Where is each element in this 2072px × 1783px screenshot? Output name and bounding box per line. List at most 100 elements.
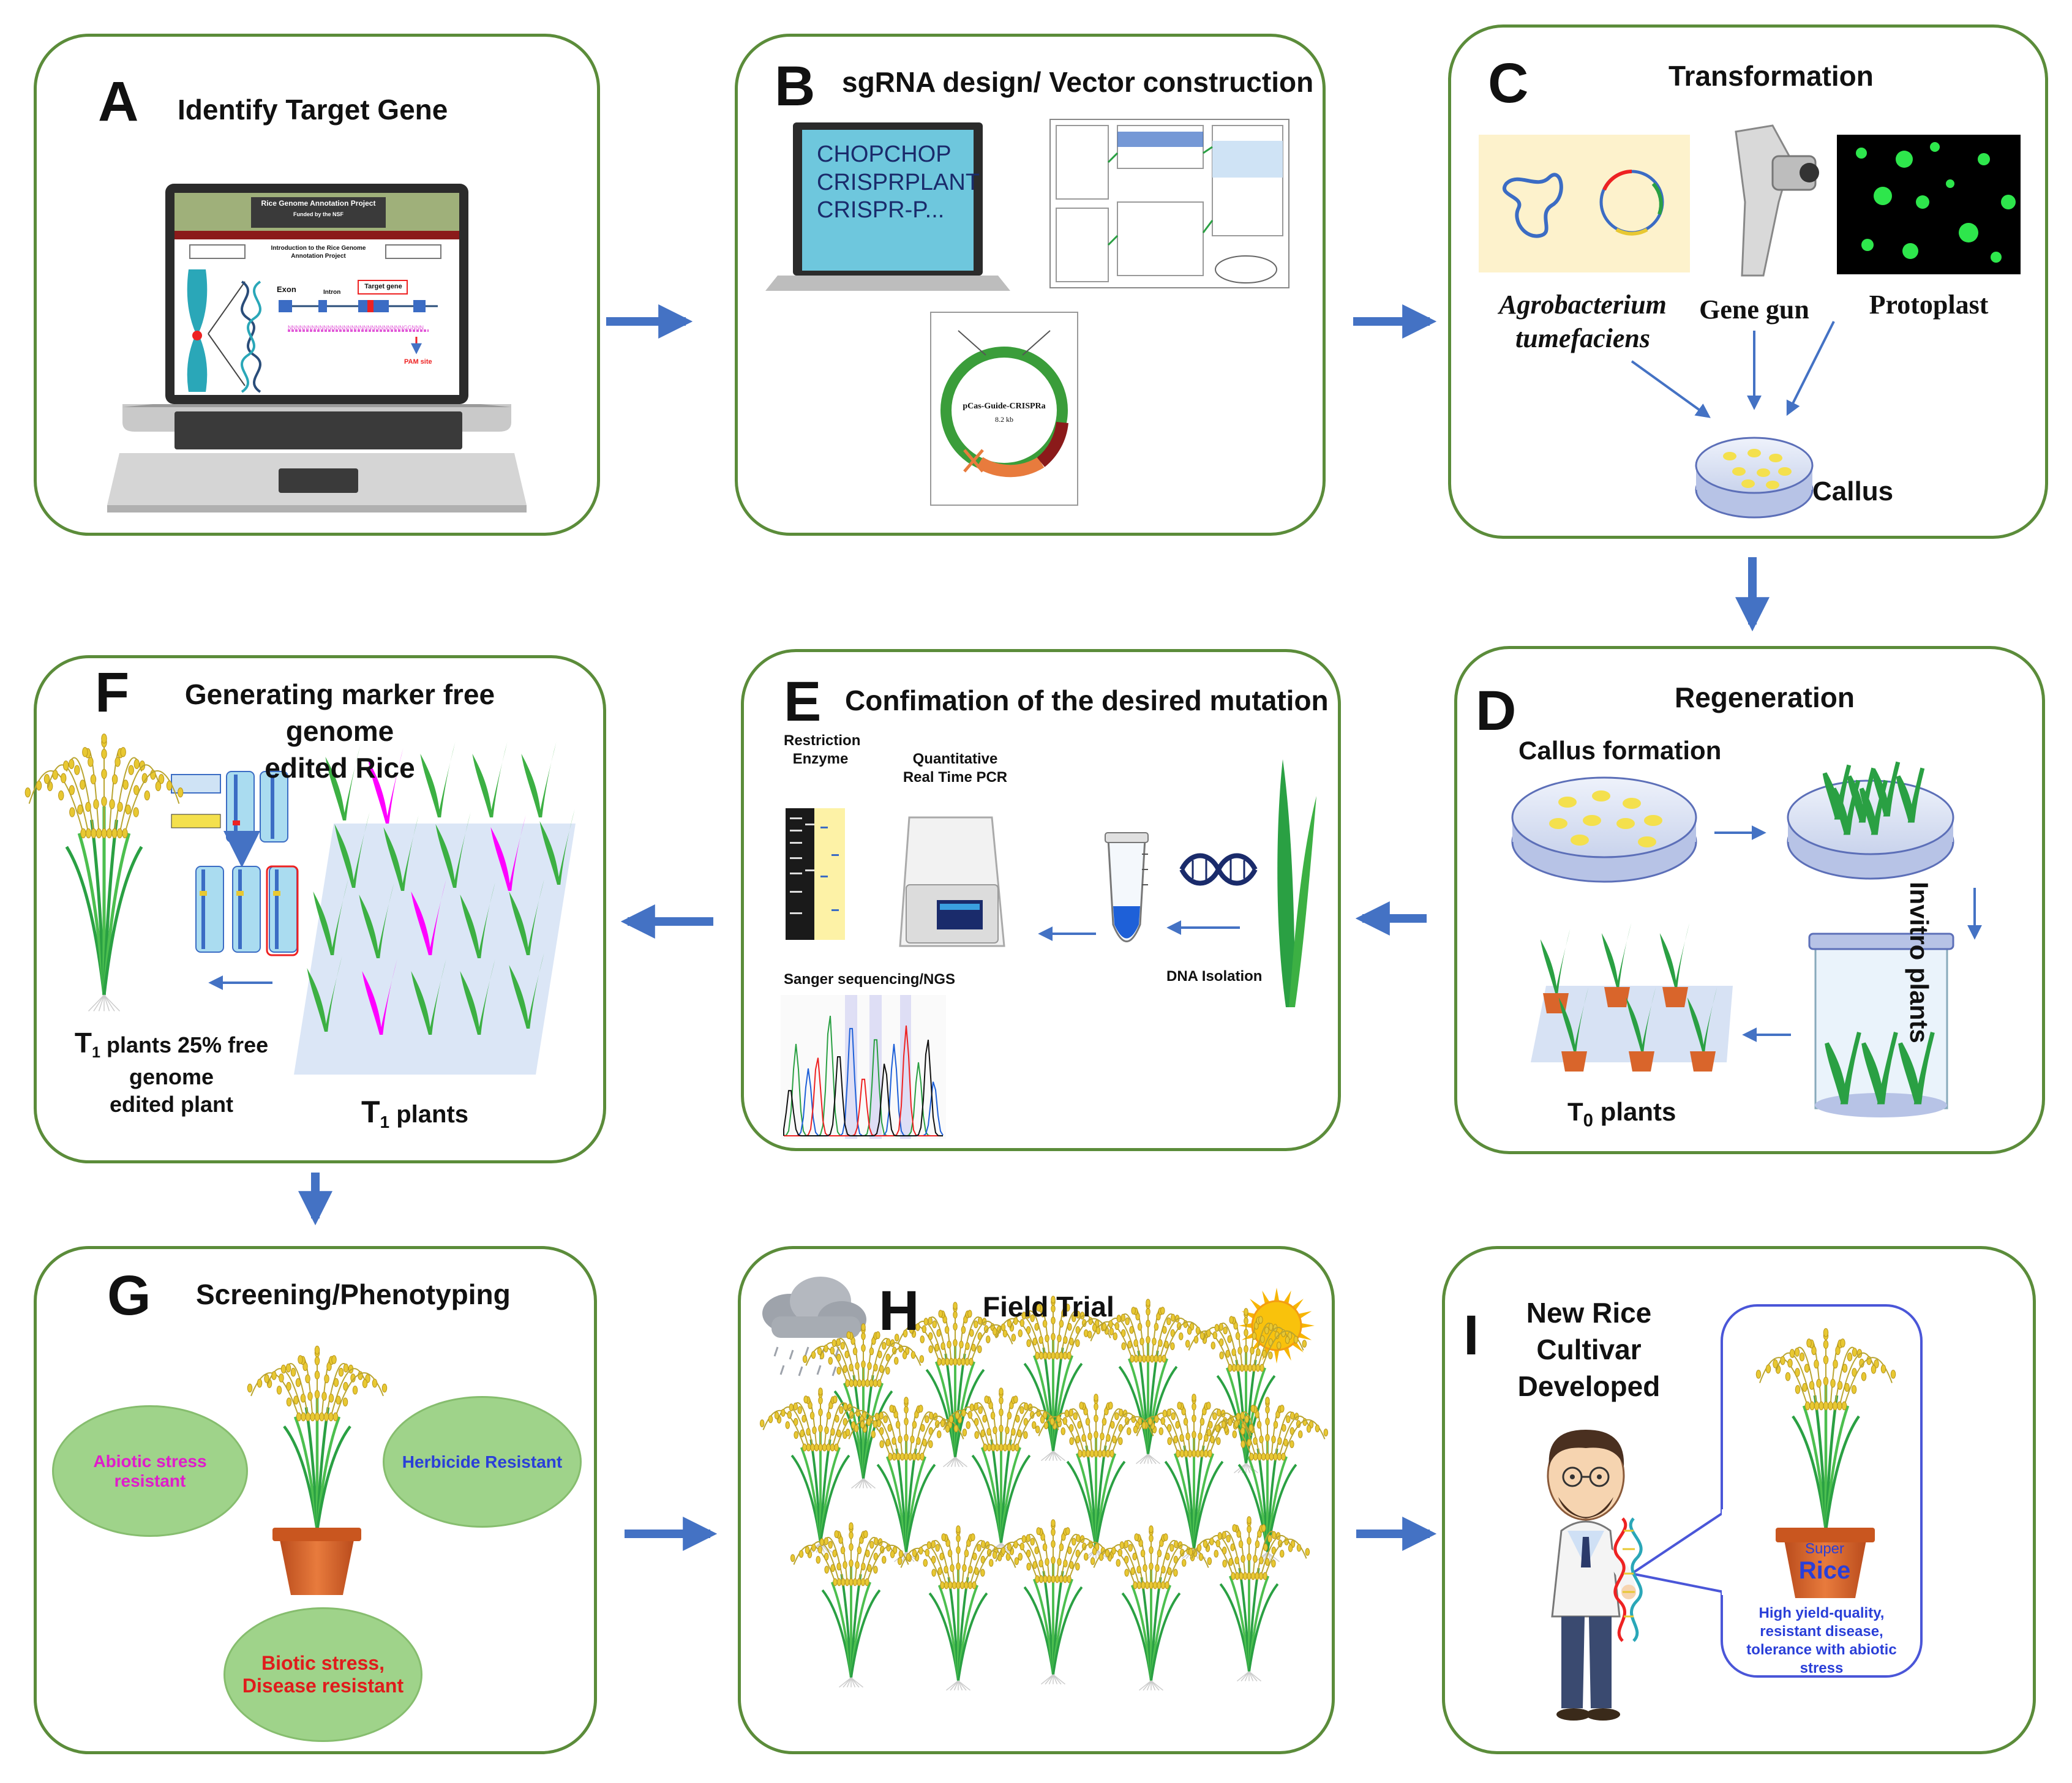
seedling (1898, 1032, 1935, 1105)
seedling (383, 815, 419, 891)
t1-plants-sub: 1 (380, 1113, 390, 1132)
seedling (1825, 1032, 1861, 1105)
seedling (435, 812, 471, 888)
agrobacterium-label: Agrobacterium tumefaciens (1497, 288, 1668, 355)
seedling (420, 741, 456, 817)
seedling (509, 879, 544, 955)
panel-i-letter: I (1463, 1304, 1479, 1367)
seedling (411, 959, 446, 1035)
panel-c-title: Transformation (1668, 60, 1874, 92)
seedling (1601, 923, 1632, 987)
seedling (307, 956, 342, 1032)
pot (1690, 1051, 1716, 1072)
t0-suffix: plants (1593, 1097, 1676, 1126)
abiotic-stress-label: Abiotic stress resistant (93, 1451, 207, 1490)
pot-super-label: Super (1804, 1541, 1845, 1557)
flow-arrows (298, 304, 1770, 1551)
callus-formation-label: Callus formation (1518, 736, 1722, 765)
traits-label: High yield-quality, resistant disease, t… (1746, 1605, 1897, 1676)
seedling (1659, 923, 1690, 987)
pot-rice-label: Rice (1798, 1557, 1851, 1584)
sgrna-tool-list: CHOPCHOP CRISPRPLANT CRISPR-P... (802, 130, 980, 271)
rice-plant (790, 1522, 912, 1688)
plasmid-name: pCas-Guide-CRISPRa (963, 402, 1046, 411)
tool-item: CRISPR-P... (817, 197, 945, 223)
t0-sub: 0 (1583, 1110, 1594, 1131)
rice-plant (24, 734, 184, 1012)
seedling (334, 812, 370, 888)
seedling (1896, 767, 1925, 823)
qpcr-label: Quantitative Real Time PCR (903, 751, 1008, 786)
panel-a-title: Identify Target Gene (178, 94, 448, 126)
panel-d-title: Regeneration (1675, 681, 1855, 713)
panel-c-letter: C (1488, 52, 1529, 114)
panel-i-title: New Rice Cultivar Developed (1488, 1295, 1690, 1405)
seedling (313, 879, 348, 955)
seedling (1831, 779, 1861, 835)
rice-plant (1185, 1308, 1307, 1474)
rice-plant (940, 1387, 1062, 1553)
biotic-line1: Biotic stress, (261, 1652, 385, 1674)
callus-label: Callus (1812, 476, 1894, 506)
t1-caption-sub: 1 (91, 1044, 100, 1062)
protoplast-label: Protoplast (1869, 290, 1989, 320)
panel-c (1448, 24, 2048, 539)
panel-a-letter: A (98, 70, 139, 133)
panel-h-letter: H (879, 1280, 920, 1342)
panel-f-title-line1: Generating marker free genome (184, 678, 495, 747)
agrobacterium-line1: Agrobacterium (1499, 290, 1667, 320)
panel-f-title: Generating marker free genome edited Ric… (153, 677, 527, 786)
laptop-illustration (107, 184, 527, 512)
scientist-illustration (1547, 1430, 1643, 1721)
panel-i-title-line1: New Rice Cultivar (1526, 1297, 1652, 1365)
pot (1604, 987, 1630, 1007)
seedling (1558, 987, 1589, 1051)
seedling (362, 959, 397, 1035)
t1-plants-prefix: T (361, 1095, 380, 1129)
seedling (325, 745, 361, 820)
seedling (368, 748, 404, 824)
rice-plant (1087, 1299, 1209, 1465)
rice-plant (894, 1302, 1016, 1468)
sanger-label: Sanger sequencing/NGS (784, 971, 956, 988)
seedling (509, 953, 544, 1029)
rice-plant (992, 1296, 1114, 1462)
tool-item: CRISPRPLANT (817, 169, 980, 195)
t1-caption: T1 plants 25% free genome edited plant (43, 1026, 300, 1118)
herbicide-ellipse: Herbicide Resistant (383, 1396, 582, 1528)
seedling (411, 879, 446, 955)
herbicide-label: Herbicide Resistant (402, 1452, 563, 1471)
seedling (460, 882, 495, 958)
biotic-stress-ellipse: Biotic stress, Disease resistant (223, 1607, 422, 1742)
rice-plant (992, 1519, 1114, 1685)
restriction-enzyme-label: Restriction Enzyme (784, 732, 861, 767)
dna-isolation-label: DNA Isolation (1166, 968, 1263, 985)
pot (1561, 1051, 1587, 1072)
rain-cloud-icon (762, 1277, 866, 1376)
panel-f-title-line2: edited Rice (265, 751, 415, 784)
pot (1629, 1051, 1654, 1072)
t1-caption-line2: edited plant (109, 1091, 233, 1117)
seedling (1626, 987, 1656, 1051)
panel-i-title-line2: Developed (1517, 1370, 1661, 1402)
t1-plants-suffix: plants (389, 1101, 469, 1128)
screen-exon: Exon (277, 285, 296, 294)
seedling (1861, 1032, 1898, 1105)
gene-gun-label: Gene gun (1699, 295, 1809, 325)
screen-intro: Introduction to the Rice Genome Annotati… (271, 245, 366, 260)
abiotic-stress-ellipse: Abiotic stress resistant (52, 1405, 248, 1537)
screen-subheader: Funded by the NSF (293, 211, 343, 217)
seedling (490, 815, 526, 891)
t0-prefix: T (1567, 1097, 1583, 1126)
screen-header: Rice Genome Annotation Project (261, 199, 376, 208)
seedling (1687, 987, 1717, 1051)
pot (1662, 987, 1688, 1007)
rice-plant (1133, 1394, 1255, 1560)
